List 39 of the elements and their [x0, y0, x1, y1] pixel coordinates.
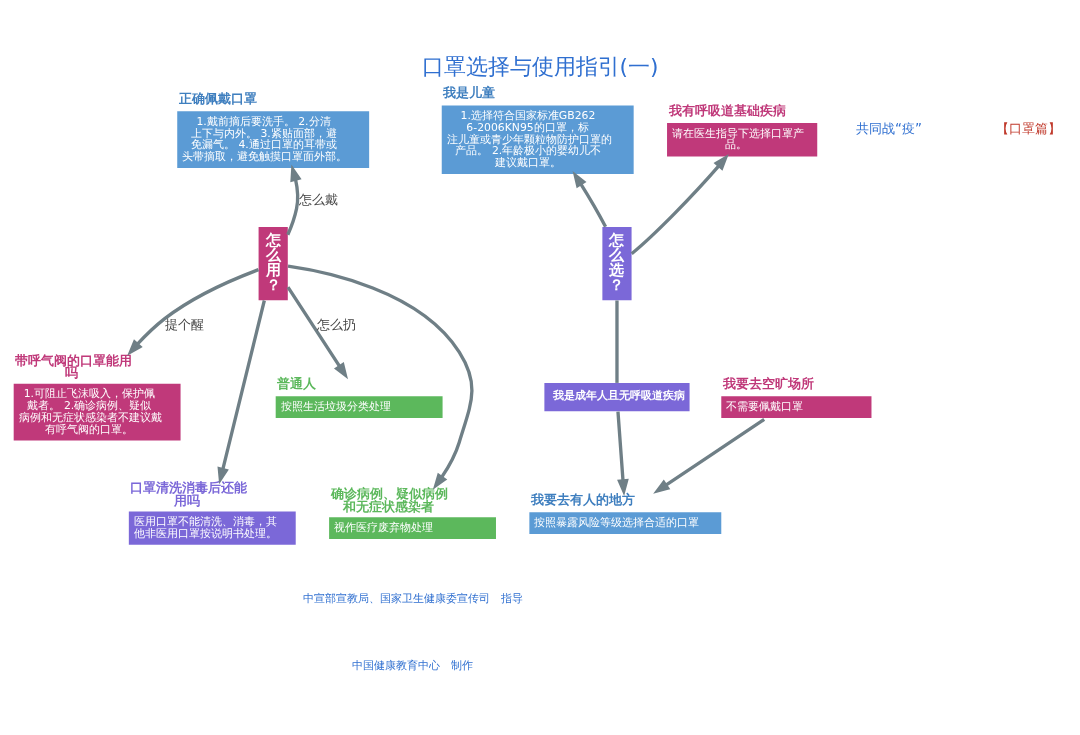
node-box: 怎么用？ [258, 226, 288, 301]
label: 【口罩篇】 [995, 120, 1061, 136]
arrow [217, 300, 266, 485]
node-box: 按照生活垃圾分类处理 [275, 396, 443, 418]
arrow [653, 418, 766, 494]
connector [615, 300, 619, 383]
node-label: 口罩清洗消毒后还能用吗 [130, 480, 248, 508]
arrow [286, 164, 302, 236]
node-label: 普通人 [277, 375, 317, 391]
arrow [287, 264, 474, 490]
node-box: 怎么选？ [602, 226, 632, 301]
arrow [630, 154, 729, 255]
node-box: 视作医疗废弃物处理 [329, 517, 496, 539]
node-label: 正确佩戴口罩 [178, 90, 257, 106]
label: 中国健康教育中心 制作 [352, 659, 474, 673]
node-box: 不需要佩戴口罩 [721, 396, 872, 418]
edge-label: 怎么戴 [298, 192, 338, 208]
label: 中宣部宣教局、国家卫生健康委宣传司 指导 [302, 591, 523, 605]
node-label: 带呼气阀的口罩能用吗 [15, 352, 133, 381]
arrow [616, 411, 629, 496]
node-box: 医用口罩不能清洗、消毒，其他非医用口罩按说明书处理。 [128, 511, 296, 545]
arrow [127, 268, 260, 356]
node-box: 我是成年人且无呼吸道疾病 [544, 382, 690, 412]
node-box: 请在医生指导下选择口罩产品。 [667, 123, 818, 157]
node-box: 1.可阻止飞沫吸入，保护佩戴者。 2.确诊病例、疑似病例和无症状感染者不建议戴有呼气阀的口罩。 [13, 383, 181, 441]
diagram-title: 口罩选择与使用指引(一) [421, 54, 659, 80]
label: 共同战“疫” [856, 120, 922, 136]
arrow [572, 171, 608, 228]
node-box: 1.戴前摘后要洗手。 2.分清上下与内外。 3.紧贴面部，避免漏气。 4.通过口罩的耳带或头带摘取，避免触摸口罩面外部。 [177, 111, 370, 169]
edge-label: 怎么扔 [317, 317, 357, 333]
edge-label: 提个醒 [165, 317, 205, 333]
node-label: 我是儿童 [443, 85, 496, 101]
node-box: 1.选择符合国家标准GB2626-2006KN95的口罩，标注儿童或青少年颗粒物防护口罩的产品。 2.年龄极小的婴幼儿不建议戴口罩。 [441, 105, 634, 174]
node-label: 我有呼吸道基础疾病 [668, 102, 786, 118]
node-label: 我要去有人的地方 [531, 491, 636, 507]
node-label: 我要去空旷场所 [722, 375, 814, 391]
arrow [286, 286, 349, 380]
node-label: 确诊病例、疑似病例和无症状感染者 [330, 486, 448, 514]
node-box: 按照暴露风险等级选择合适的口罩 [529, 512, 722, 534]
